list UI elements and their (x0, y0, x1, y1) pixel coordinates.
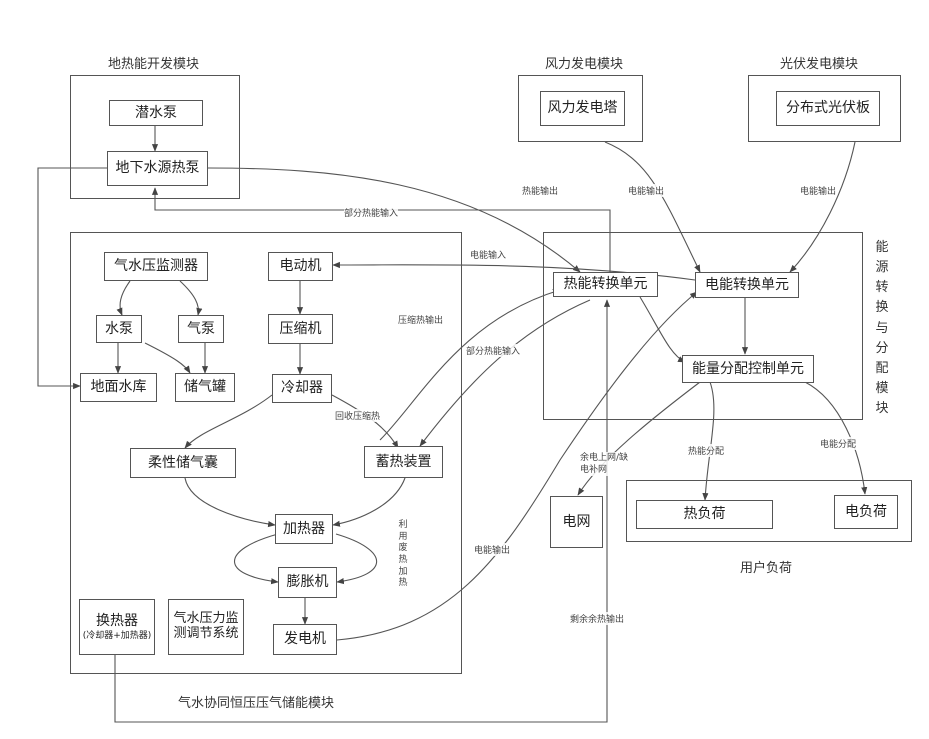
label-partial-heat-input-top: 部分热能输入 (344, 206, 398, 219)
solar-module-title: 光伏发电模块 (780, 53, 858, 72)
grid-node: 电网 (550, 496, 603, 548)
label-solar-power-output: 电能输出 (800, 184, 836, 197)
expander-node: 膨胀机 (278, 567, 337, 598)
gas-tank-node: 储气罐 (175, 373, 235, 402)
electric-conversion-unit-node: 电能转换单元 (695, 272, 799, 298)
label-wind-power-output: 电能输出 (628, 184, 664, 197)
heater-node: 加热器 (275, 514, 333, 544)
wind-turbine-node: 风力发电塔 (540, 91, 625, 126)
heat-exchanger-node: 换热器 (冷却器+加热器) (79, 599, 155, 655)
electric-load-node: 电负荷 (834, 495, 898, 529)
compressor-node: 压缩机 (268, 314, 333, 344)
cooler-node: 冷却器 (272, 374, 332, 403)
label-grid-note: 余电上网/缺电补网 (580, 452, 634, 476)
label-recover-compression-heat: 回收压缩热 (335, 409, 380, 422)
pv-panel-node: 分布式光伏板 (776, 91, 880, 126)
flexible-gas-bag-node: 柔性储气囊 (130, 448, 236, 478)
label-heat-distribution: 热能分配 (688, 444, 724, 457)
water-pump-node: 水泵 (96, 315, 142, 343)
label-compression-heat-output: 压缩热输出 (398, 313, 443, 326)
label-power-distribution: 电能分配 (820, 437, 856, 450)
heat-conversion-unit-node: 热能转换单元 (553, 272, 658, 297)
label-waste-heat-reuse: 利用废热加热 (398, 520, 408, 590)
heat-exchanger-label: 换热器 (96, 613, 138, 629)
storage-module-title: 气水协同恒压压气储能模块 (178, 692, 334, 711)
heat-load-node: 热负荷 (636, 500, 773, 529)
submersible-pump-node: 潜水泵 (109, 100, 203, 126)
user-load-module-title: 用户负荷 (740, 557, 792, 576)
label-residual-heat-output: 剩余余热输出 (570, 612, 624, 625)
pressure-regulator-node: 气水压力监测调节系统 (168, 599, 244, 655)
wind-module-title: 风力发电模块 (545, 53, 623, 72)
motor-node: 电动机 (268, 252, 333, 281)
label-partial-heat-input-mid: 部分热能输入 (466, 344, 520, 357)
geothermal-module-title: 地热能开发模块 (108, 53, 199, 72)
label-heat-output: 热能输出 (522, 184, 558, 197)
heat-exchanger-sub-label: (冷却器+加热器) (83, 631, 152, 641)
generator-node: 发电机 (273, 624, 337, 655)
energy-conversion-module-frame (543, 232, 863, 420)
heat-storage-node: 蓄热装置 (364, 446, 443, 478)
air-pump-node: 气泵 (178, 315, 224, 343)
groundwater-heat-pump-node: 地下水源热泵 (107, 151, 208, 186)
energy-conversion-module-title: 能源转换与分配模块 (874, 238, 890, 419)
label-power-input: 电能输入 (470, 248, 506, 261)
ground-reservoir-node: 地面水库 (80, 373, 157, 402)
gas-water-monitor-node: 气水压监测器 (104, 252, 208, 281)
distribution-control-unit-node: 能量分配控制单元 (682, 355, 814, 383)
label-generator-power-output: 电能输出 (474, 543, 510, 556)
